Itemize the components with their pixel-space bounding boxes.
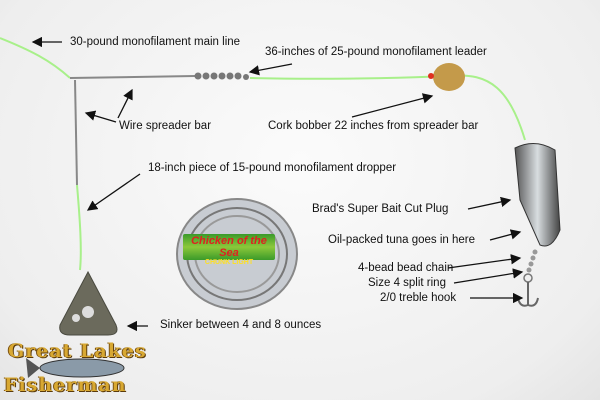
bead-swivel (194, 72, 249, 80)
label-sinker: Sinker between 4 and 8 ounces (160, 319, 322, 331)
annotation-arrows (31, 36, 524, 332)
can-variety: CHUNK LIGHT (204, 259, 254, 266)
label-cork-bobber: Cork bobber 22 inches from spreader bar (268, 120, 479, 132)
sinker (59, 270, 118, 336)
can-brand: Chicken of the Sea (191, 235, 267, 259)
arrow-chain (447, 254, 522, 269)
arrow-plug (467, 196, 512, 210)
label-cut-plug: Brad's Super Bait Cut Plug (312, 203, 449, 215)
main-line (0, 37, 71, 79)
spreader-bar-vertical (74, 79, 78, 186)
bead-chain (526, 249, 538, 273)
label-main-line: 30-pound monofilament main line (70, 36, 241, 48)
cork-bobber (433, 63, 465, 91)
cut-plug-lure (514, 143, 561, 247)
arrow-leader (248, 63, 293, 76)
arrow-ring (453, 268, 524, 284)
label-leader: 36-inches of 25-pound monofilament leade… (265, 46, 487, 58)
label-dropper: 18-inch piece of 15-pound monofilament d… (148, 162, 397, 174)
arrow-tuna (489, 229, 522, 241)
treble-hook (517, 282, 539, 307)
logo-line2: Fisherman (4, 374, 127, 396)
great-lakes-fisherman-logo: Great Lakes Fisherman (4, 340, 154, 400)
label-split-ring: Size 4 split ring (368, 277, 446, 289)
arrow-dropper (86, 173, 141, 211)
label-treble-hook: 2/0 treble hook (380, 292, 457, 304)
can-label: Chicken of the Sea CHUNK LIGHT (183, 234, 275, 266)
label-bead-chain: 4-bead bead chain (358, 262, 454, 274)
logo-line1: Great Lakes (8, 340, 147, 362)
label-spreader-bar: Wire spreader bar (119, 120, 212, 132)
label-tuna: Oil-packed tuna goes in here (328, 234, 476, 246)
arrow-spreader-1 (84, 110, 117, 123)
bobber-bead (428, 73, 434, 79)
dropper-line (76, 184, 82, 271)
spreader-bar (69, 75, 196, 79)
fish-icon (26, 358, 125, 378)
split-ring (523, 273, 533, 283)
arrow-cork (351, 93, 434, 118)
arrow-spreader-2 (117, 88, 133, 119)
